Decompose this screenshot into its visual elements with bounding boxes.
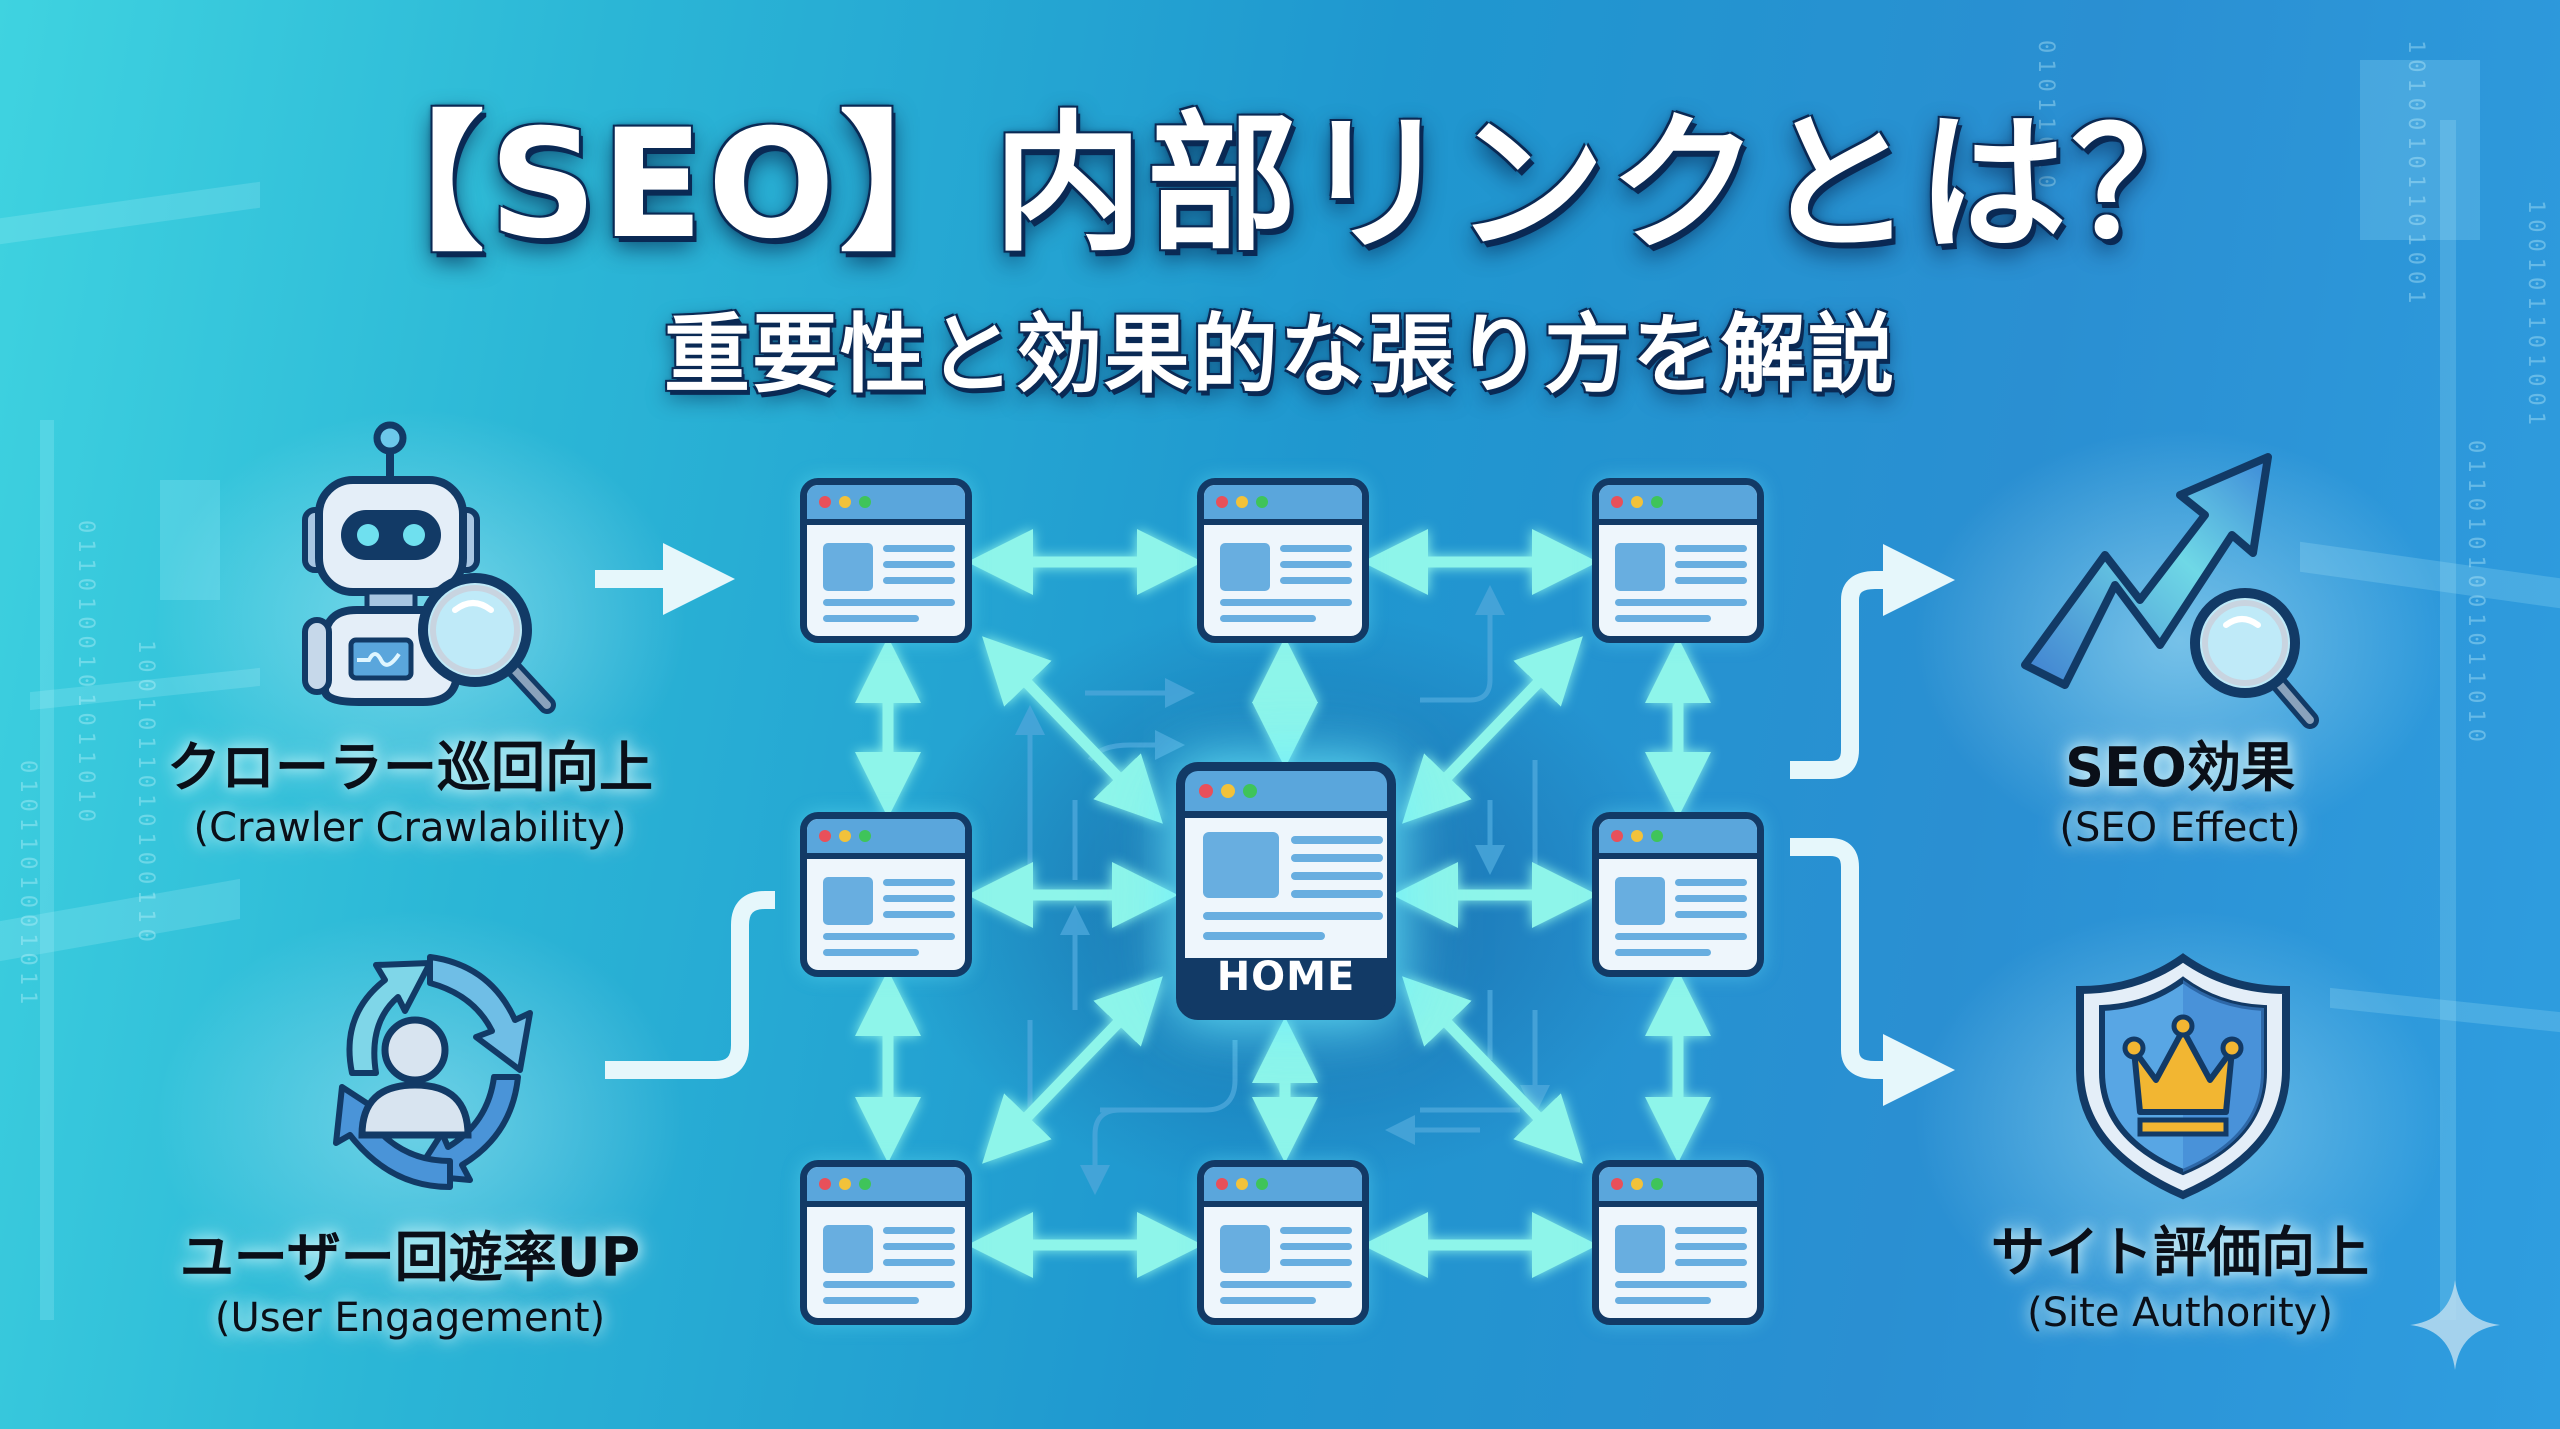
page-node-middle-left [800, 812, 972, 977]
shield-crown-icon [2076, 953, 2290, 1200]
home-page-node: HOME [1176, 762, 1396, 1020]
feature-site-authority: サイト評価向上 (Site Authority) [1900, 1220, 2460, 1340]
feature-engagement: ユーザー回遊率UP (User Engagement) [130, 1225, 690, 1345]
primary-links [855, 529, 1711, 1278]
page-node-bottom-right [1592, 1160, 1764, 1325]
feature-engagement-title: ユーザー回遊率UP [179, 1226, 641, 1289]
flow-arrow-engagement [605, 891, 775, 1079]
feature-seo-effect: SEO効果 (SEO Effect) [1900, 735, 2460, 855]
page-node-bottom-center [1197, 1160, 1369, 1325]
feature-site-authority-title: サイト評価向上 [1991, 1221, 2369, 1284]
flow-arrows [595, 543, 1955, 1106]
feature-crawler-title: クローラー巡回向上 [167, 736, 653, 799]
trend-up-arrow-magnifier-icon [2021, 453, 2319, 729]
feature-crawler: クローラー巡回向上 (Crawler Crawlability) [130, 735, 690, 855]
feature-seo-effect-subtitle: (SEO Effect) [2059, 805, 2301, 851]
page-node-top-right [1592, 478, 1764, 643]
page-node-middle-right [1592, 812, 1764, 977]
four-point-star-icon [2410, 1280, 2500, 1370]
page-title: 【SEO】内部リンクとは？ [334, 98, 2225, 272]
flow-arrow-site-authority [1790, 838, 1955, 1106]
flow-arrow-seo-effect [1790, 544, 1955, 779]
home-label: HOME [1216, 954, 1356, 1000]
feature-seo-effect-title: SEO効果 [2065, 736, 2295, 799]
page-subtitle: 重要性と効果的な張り方を解説 [664, 305, 1896, 405]
page-node-top-center [1197, 478, 1369, 643]
feature-crawler-subtitle: (Crawler Crawlability) [193, 805, 627, 851]
page-node-top-left [800, 478, 972, 643]
feature-site-authority-subtitle: (Site Authority) [2027, 1290, 2333, 1336]
user-cycle-arrows-icon [333, 954, 533, 1190]
feature-engagement-subtitle: (User Engagement) [214, 1295, 606, 1341]
robot-crawler-magnifier-icon [302, 421, 556, 714]
page-node-bottom-left [800, 1160, 972, 1325]
